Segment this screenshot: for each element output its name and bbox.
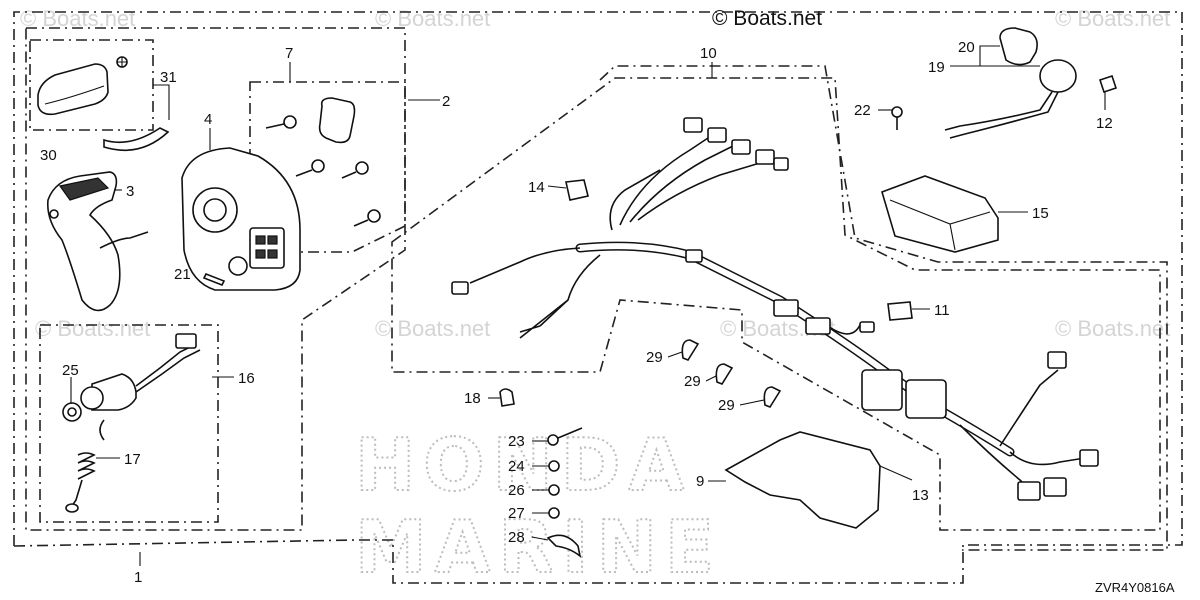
washer-b-part (548, 507, 560, 519)
callout-28: 28 (508, 529, 525, 546)
diagram-code: ZVR4Y0816A (1095, 580, 1175, 595)
honda-logo-text: HONDA (355, 423, 692, 507)
callout-14: 14 (528, 179, 545, 196)
callout-31: 31 (160, 69, 177, 86)
watermark-mid-right: © Boats.net (1055, 316, 1170, 341)
nut-part (548, 460, 560, 472)
callout-25: 25 (62, 362, 79, 379)
leader-lines (70, 45, 1106, 566)
callout-20: 20 (958, 39, 975, 56)
cable-tie-c (763, 386, 782, 408)
watermark-mid-center: © Boats.net (375, 316, 490, 341)
clip-part (499, 388, 515, 407)
band-part (103, 127, 170, 152)
callout-18: 18 (464, 390, 481, 407)
watermark-top-right: © Boats.net (1055, 6, 1170, 31)
callout-11: 11 (934, 302, 950, 319)
callout-24: 24 (508, 458, 525, 475)
cover-part (37, 63, 109, 116)
callout-23: 23 (508, 433, 525, 450)
watermark-top-center: © Boats.net (375, 6, 490, 31)
callout-10: 10 (700, 45, 717, 62)
pin-part (202, 272, 226, 287)
bolt-part (547, 427, 583, 446)
callout-2: 2 (442, 93, 450, 110)
callout-labels: 1 2 3 4 7 9 10 11 12 13 14 15 16 17 18 1… (40, 39, 1113, 586)
copyright-text: © Boats.net (712, 7, 822, 30)
switch-group-frame (39, 324, 219, 523)
lanyard-cord-part (65, 419, 105, 513)
remote-control-frame (25, 27, 406, 531)
callout-26: 26 (508, 482, 525, 499)
harness-frame (391, 77, 1161, 531)
callout-17: 17 (124, 451, 141, 468)
cable-tie-b (715, 363, 734, 385)
washer-part (62, 402, 82, 422)
callout-22: 22 (854, 102, 871, 119)
callout-29-c: 29 (718, 397, 735, 414)
screw-part (116, 56, 128, 68)
seal-part (318, 97, 356, 144)
marine-logo-text: MARINE (355, 505, 722, 589)
stop-switch-part (80, 333, 201, 411)
grommet-part (565, 179, 589, 201)
callout-27: 27 (508, 505, 525, 522)
callout-12: 12 (1096, 115, 1113, 132)
bolt-set (265, 115, 381, 227)
callout-3: 3 (126, 183, 134, 200)
callout-16: 16 (238, 370, 255, 387)
callout-7: 7 (285, 45, 293, 62)
ecu-frame (599, 65, 1168, 551)
callout-30: 30 (40, 147, 57, 164)
wire-harness-part (451, 117, 1099, 501)
callout-13: 13 (912, 487, 929, 504)
throttle-lever-part (46, 171, 149, 312)
callout-21: 21 (174, 266, 191, 283)
cable-tie-a (681, 339, 700, 361)
buzzer-part (944, 27, 1077, 139)
remote-control-box-part (181, 147, 301, 291)
cap-part (1098, 74, 1118, 94)
cover-group-frame (29, 39, 154, 131)
connector-cap-part (887, 301, 913, 321)
callout-29-b: 29 (684, 373, 701, 390)
callout-29-a: 29 (646, 349, 663, 366)
callout-15: 15 (1032, 205, 1049, 222)
ecu-screw-part (891, 106, 903, 130)
callout-19: 19 (928, 59, 945, 76)
washer-a-part (548, 484, 560, 496)
watermark-mid-left: © Boats.net (35, 316, 150, 341)
callout-9: 9 (696, 473, 704, 490)
callout-4: 4 (204, 111, 212, 128)
callout-1: 1 (134, 569, 142, 586)
watermark-top-left: © Boats.net (20, 6, 135, 31)
clamp-part (546, 534, 582, 558)
ecu-module-part (881, 175, 999, 253)
bracket-part (724, 431, 881, 529)
